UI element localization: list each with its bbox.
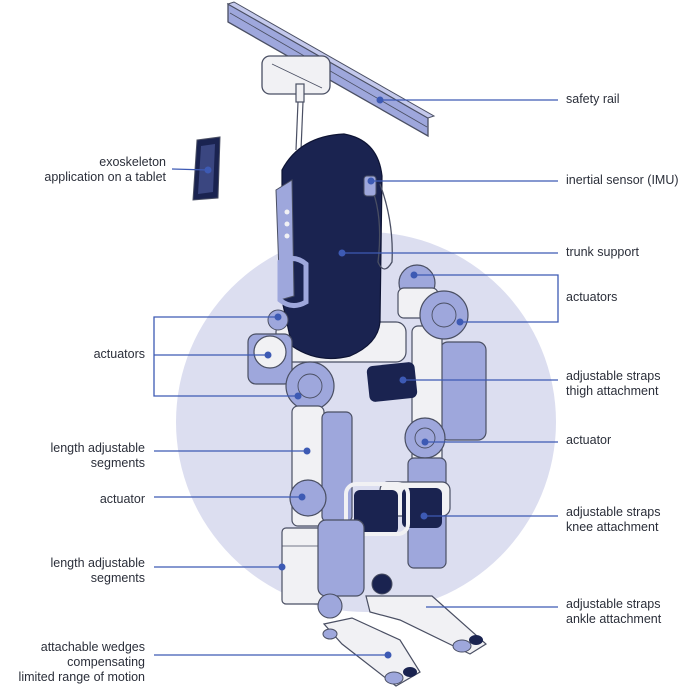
- callout-actuators-right: [414, 274, 559, 323]
- label-line: ankle attachment: [566, 612, 662, 626]
- callout-actuators-left-bracket: [153, 316, 298, 397]
- label-trunk-support: trunk support: [566, 245, 639, 260]
- label-line: thigh attachment: [566, 384, 659, 398]
- label-line: limited range of motion: [18, 670, 145, 684]
- exo-right-hip-actuators: [397, 264, 469, 340]
- label-imu: inertial sensor (IMU): [566, 173, 679, 188]
- callout-lines: [153, 99, 559, 656]
- label-actuators-left: actuators: [94, 347, 145, 362]
- label-line: safety rail: [566, 92, 620, 106]
- label-line: actuators: [93, 347, 145, 361]
- label-line: length adjustable: [50, 556, 145, 570]
- label-line: attachable wedges: [40, 640, 145, 654]
- trunk-support: [275, 133, 393, 359]
- label-line: adjustable straps: [566, 505, 661, 519]
- exo-foot-plates: [322, 595, 487, 687]
- label-line: actuators: [566, 290, 618, 304]
- label-line: trunk support: [566, 245, 639, 259]
- label-line: length adjustable: [50, 441, 145, 455]
- label-line: exoskeleton: [99, 155, 166, 169]
- safety-rail: [226, 1, 436, 138]
- label-line: knee attachment: [566, 520, 659, 534]
- label-line: actuator: [566, 433, 612, 447]
- exo-right-leg: [379, 325, 487, 611]
- label-line: segments: [90, 456, 145, 470]
- callout-tablet: [171, 168, 209, 171]
- label-line: adjustable straps: [566, 369, 661, 383]
- label-actuator-left: actuator: [100, 492, 145, 507]
- label-line: actuator: [99, 492, 145, 506]
- callout-markers: [204, 96, 464, 659]
- label-actuators-right: actuators: [566, 290, 617, 305]
- label-line: compensating: [67, 655, 145, 669]
- label-line: inertial sensor (IMU): [566, 173, 679, 187]
- label-line: segments: [90, 571, 145, 585]
- label-safety-rail: safety rail: [566, 92, 620, 107]
- rail-trolley: [261, 55, 331, 151]
- label-line: adjustable straps: [566, 597, 661, 611]
- label-line: application on a tablet: [44, 170, 166, 184]
- label-actuator-right: actuator: [566, 433, 611, 448]
